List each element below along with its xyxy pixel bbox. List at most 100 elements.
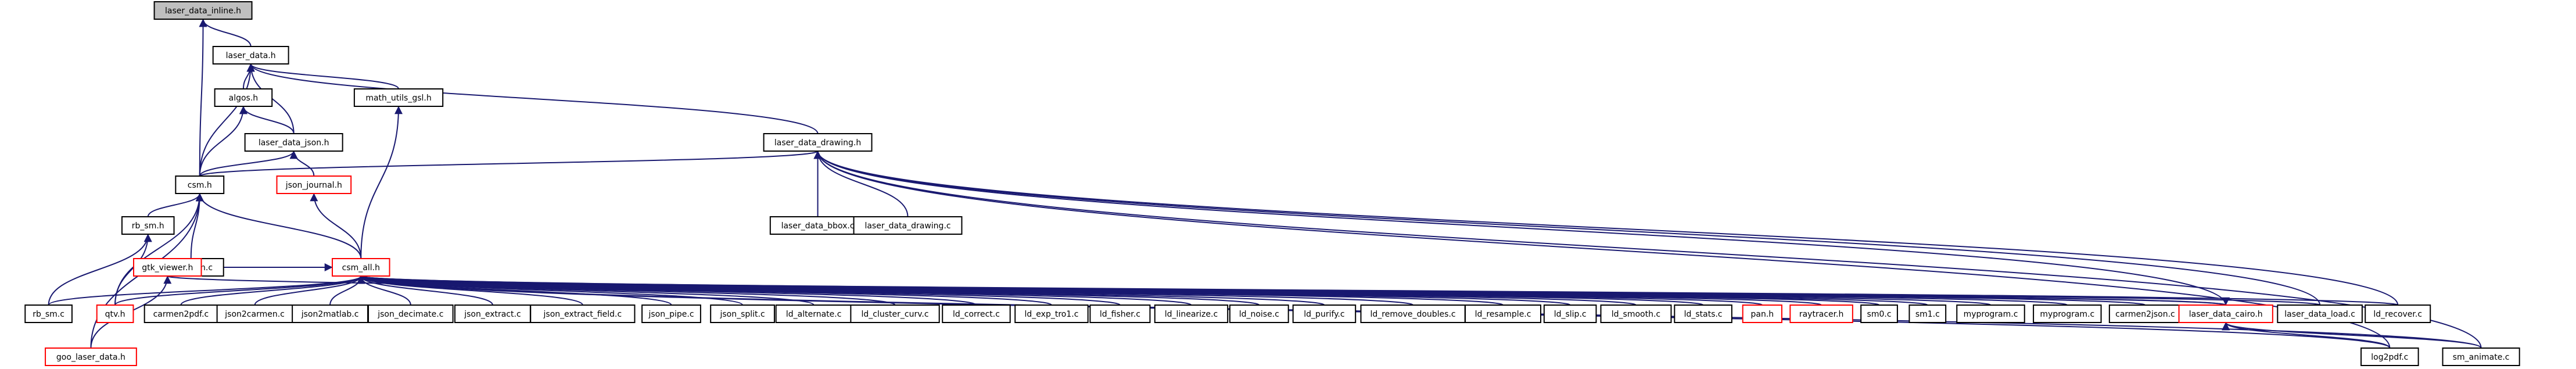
node-label: csm.h [188,181,212,190]
node-box [292,304,369,323]
node-label: json_decimate.c [377,310,443,319]
node-box [710,304,775,323]
node-box [1543,304,1597,323]
node-json_extract_c[interactable]: json_extract.c [454,304,531,323]
node-ld_correct_c[interactable]: ld_correct.c [942,304,1011,323]
node-laser_data_json_h[interactable]: laser_data_json.h [244,133,343,152]
node-box [216,304,293,323]
node-laser_data_cairo_h[interactable]: laser_data_cairo.h [2178,304,2273,323]
node-json2matlab_c[interactable]: json2matlab.c [292,304,369,323]
node-ld_fisher_c[interactable]: ld_fisher.c [1089,304,1151,323]
edge-laser_data_h-to-root [199,19,252,47]
node-label: ld_smooth.c [1612,310,1660,319]
node-json2carmen_c[interactable]: json2carmen.c [216,304,293,323]
node-json_decimate_c[interactable]: json_decimate.c [368,304,454,323]
node-box [775,304,852,323]
node-myprogram_c_2[interactable]: myprogram.c [2033,304,2102,323]
node-ld_linearize_c[interactable]: ld_linearize.c [1154,304,1229,323]
node-goo_laser_data_h[interactable]: goo_laser_data.h [45,347,137,366]
node-rb_sm_c[interactable]: rb_sm.c [24,304,73,323]
node-log2pdf_c[interactable]: log2pdf.c [2360,347,2419,366]
node-label: ld_cluster_curv.c [862,310,929,319]
node-sm0_c[interactable]: sm0.c [1860,304,1898,323]
node-csm_all_h[interactable]: csm_all.h [332,258,390,277]
node-json_journal_h[interactable]: json_journal.h [276,175,352,194]
node-json_split_c[interactable]: json_split.c [710,304,775,323]
edge-laser_data_drawing_c-to-laser_data_drawing_h [813,151,909,217]
node-raytracer_h[interactable]: raytracer.h [1789,304,1853,323]
node-box [214,88,273,107]
edge-json2carmen_c-to-csm_all_h [254,275,365,306]
node-ld_alternate_c[interactable]: ld_alternate.c [775,304,852,323]
node-ld_smooth_c[interactable]: ld_smooth.c [1600,304,1672,323]
node-label: ld_linearize.c [1165,310,1218,319]
node-box [2360,347,2419,366]
node-box [276,175,352,194]
node-pan_h[interactable]: pan.h [1742,304,1782,323]
node-box [153,1,253,20]
node-box [121,216,175,235]
node-box [244,133,343,152]
node-label: csm_all.h [342,263,380,273]
node-laser_data_load_c[interactable]: laser_data_load.c [2277,304,2363,323]
node-math_utils_gsl_h[interactable]: math_utils_gsl.h [353,88,444,107]
node-ld_purify_c[interactable]: ld_purify.c [1292,304,1357,323]
node-box [133,258,202,277]
node-carmen2pdf_c[interactable]: carmen2pdf.c [143,304,218,323]
node-box [853,216,963,235]
node-box [763,133,873,152]
node-qtv_h[interactable]: qtv.h [96,304,134,323]
node-myprogram_c_1[interactable]: myprogram.c [1956,304,2025,323]
node-sm_animate_c[interactable]: sm_animate.c [2442,347,2520,366]
node-label: laser_data_bbox.c [781,221,855,231]
edge-csm_h-to-root [199,19,207,177]
edge-json_journal_h-to-laser_data_json_h [289,151,315,177]
node-box [769,216,866,235]
node-json_extract_field_c[interactable]: json_extract_field.c [530,304,636,323]
edge-laser_data_json_h-to-algos_h [239,106,295,134]
node-label: myprogram.c [1964,310,2018,319]
node-laser_data_h[interactable]: laser_data.h [212,46,289,65]
node-csm_h[interactable]: csm.h [175,175,225,194]
node-ld_stats_c[interactable]: ld_stats.c [1674,304,1732,323]
node-box [175,175,225,194]
node-label: ld_stats.c [1684,310,1723,319]
node-label: json2matlab.c [301,310,359,319]
node-ld_cluster_curv_c[interactable]: ld_cluster_curv.c [850,304,940,323]
edge-csm_h-to-algos_h [199,106,247,177]
node-sm1_c[interactable]: sm1.c [1908,304,1947,323]
node-ld_remove_doubles_c[interactable]: ld_remove_doubles.c [1360,304,1466,323]
node-gtk_viewer_h[interactable]: gtk_viewer.h [133,258,202,277]
edge-qtv_h-to-rb_sm_h [114,234,152,306]
node-json_pipe_c[interactable]: json_pipe.c [641,304,701,323]
node-laser_data_bbox_c[interactable]: laser_data_bbox.c [769,216,866,235]
node-laser_data_drawing_h[interactable]: laser_data_drawing.h [763,133,873,152]
node-label: ld_purify.c [1304,310,1344,319]
node-carmen2json_c[interactable]: carmen2json.c [2108,304,2182,323]
node-label: math_utils_gsl.h [365,94,431,103]
node-rb_sm_h[interactable]: rb_sm.h [121,216,175,235]
node-root[interactable]: laser_data_inline.h [153,1,253,20]
node-ld_slip_c[interactable]: ld_slip.c [1543,304,1597,323]
node-label: laser_data_drawing.c [864,221,950,231]
node-label: json_extract.c [464,310,521,319]
node-label: pan.h [1751,310,1774,319]
node-box [1674,304,1732,323]
node-label: qtv.h [105,310,125,319]
node-algos_h[interactable]: algos.h [214,88,273,107]
node-ld_resample_c[interactable]: ld_resample.c [1465,304,1541,323]
node-label: ld_exp_tro1.c [1025,310,1079,319]
node-box [2033,304,2102,323]
node-ld_exp_tro1_c[interactable]: ld_exp_tro1.c [1014,304,1089,323]
node-ld_recover_c[interactable]: ld_recover.c [2365,304,2431,323]
node-label: carmen2pdf.c [153,310,209,319]
node-label: laser_data.h [226,51,276,60]
node-label: laser_data_drawing.h [774,138,861,148]
node-laser_data_drawing_c[interactable]: laser_data_drawing.c [853,216,963,235]
node-ld_noise_c[interactable]: ld_noise.c [1229,304,1289,323]
edge-csm_all_h-to-math_utils_gsl_h [360,106,403,259]
node-label: gtk_viewer.h [142,263,193,273]
nodes-layer: laser_data_inline.h laser_data.h algos.h ma… [24,1,2520,366]
node-label: laser_data_cairo.h [2189,310,2263,319]
